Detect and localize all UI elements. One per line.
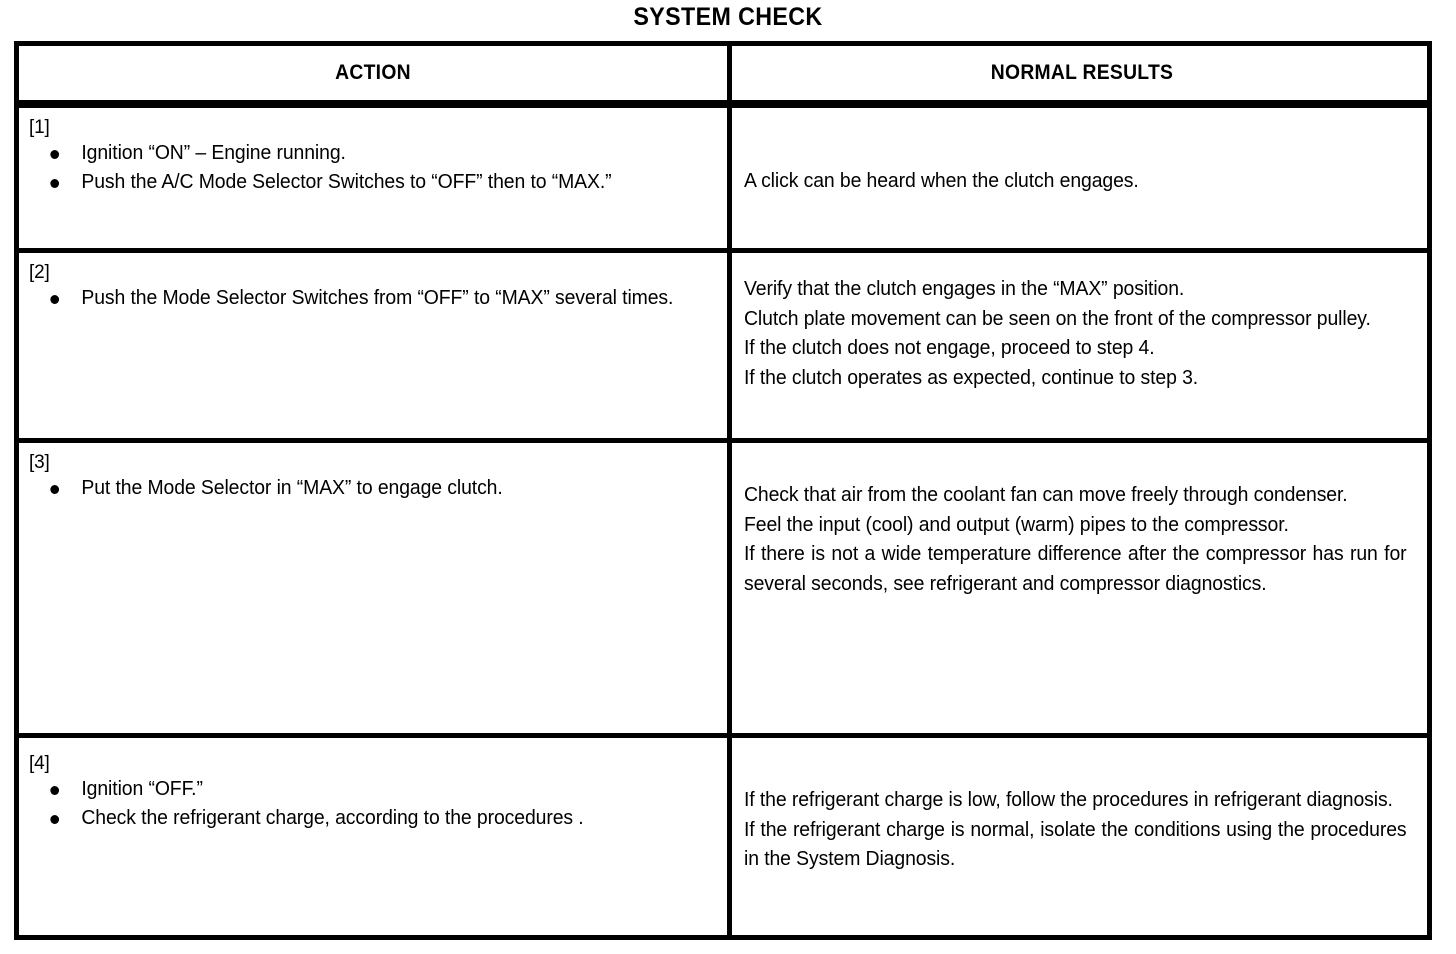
column-header-action: ACTION <box>335 61 411 84</box>
cell-results-3: Check that air from the coolant fan can … <box>732 443 1437 733</box>
result-line: If the refrigerant charge is normal, iso… <box>744 818 1407 871</box>
list-item-text: Push the Mode Selector Switches from “OF… <box>81 287 674 309</box>
bullet-dot-icon <box>50 179 60 188</box>
result-line: If there is not a wide temperature diffe… <box>744 543 1407 595</box>
column-header-normal-results: NORMAL RESULTS <box>990 61 1174 84</box>
cell-results-1: A click can be heard when the clutch eng… <box>732 108 1437 248</box>
result-line: If the clutch operates as expected, cont… <box>744 366 1199 389</box>
cell-action-2: [2] Push the Mode Selector Switches from… <box>19 253 727 438</box>
action-bullet-list-4: Ignition “OFF.” Check the refrigerant ch… <box>29 775 717 833</box>
result-line: If the refrigerant charge is low, follow… <box>744 789 1393 811</box>
bullet-dot-icon <box>50 786 60 795</box>
cell-results-4: If the refrigerant charge is low, follow… <box>732 738 1437 935</box>
list-item: Push the A/C Mode Selector Switches to “… <box>29 168 696 197</box>
list-item: Ignition “ON” – Engine running. <box>29 139 696 168</box>
step-number-3: [3] <box>29 452 50 473</box>
bullet-dot-icon <box>50 815 60 824</box>
row-divider-3 <box>19 733 1427 738</box>
list-item-text: Check the refrigerant charge, according … <box>81 807 584 829</box>
table-row: [1] Ignition “ON” – Engine running. Push… <box>19 108 1427 248</box>
table-row: [3] Put the Mode Selector in “MAX” to en… <box>19 443 1427 733</box>
bullet-dot-icon <box>50 485 60 494</box>
table-row: [4] Ignition “OFF.” Check the refrigeran… <box>19 738 1427 935</box>
list-item: Check the refrigerant charge, according … <box>29 804 696 833</box>
action-bullet-list-3: Put the Mode Selector in “MAX” to engage… <box>29 474 717 503</box>
step-number-2: [2] <box>29 262 50 283</box>
cell-action-1: [1] Ignition “ON” – Engine running. Push… <box>19 108 727 248</box>
row-divider-1 <box>19 248 1427 253</box>
list-item-text: Put the Mode Selector in “MAX” to engage… <box>81 477 503 499</box>
row-divider-2 <box>19 438 1427 443</box>
cell-action-3: [3] Put the Mode Selector in “MAX” to en… <box>19 443 727 733</box>
header-separator-rule <box>19 100 1427 108</box>
step-number-1: [1] <box>29 117 50 138</box>
step-number-4: [4] <box>29 753 50 774</box>
result-line: Feel the input (cool) and output (warm) … <box>744 513 1289 536</box>
list-item: Put the Mode Selector in “MAX” to engage… <box>29 474 696 503</box>
result-line: If the clutch does not engage, proceed t… <box>744 337 1155 359</box>
list-item-text: Push the A/C Mode Selector Switches to “… <box>81 171 612 193</box>
table-header-row: ACTION NORMAL RESULTS <box>19 46 1427 100</box>
list-item-text: Ignition “OFF.” <box>81 778 203 800</box>
cell-results-2: Verify that the clutch engages in the “M… <box>732 253 1437 438</box>
list-item: Push the Mode Selector Switches from “OF… <box>29 284 696 313</box>
list-item: Ignition “OFF.” <box>29 775 696 804</box>
action-bullet-list-2: Push the Mode Selector Switches from “OF… <box>29 284 717 313</box>
action-bullet-list-1: Ignition “ON” – Engine running. Push the… <box>29 139 717 197</box>
result-line: Check that air from the coolant fan can … <box>744 484 1348 506</box>
cell-action-4: [4] Ignition “OFF.” Check the refrigeran… <box>19 738 727 935</box>
table-row: [2] Push the Mode Selector Switches from… <box>19 253 1427 438</box>
column-divider <box>727 46 732 935</box>
bullet-dot-icon <box>50 150 60 159</box>
list-item-text: Ignition “ON” – Engine running. <box>81 142 346 164</box>
result-line: A click can be heard when the clutch eng… <box>744 170 1139 193</box>
page-title: SYSTEM CHECK <box>633 3 823 31</box>
system-check-table: ACTION NORMAL RESULTS [1] Ignition “ON” … <box>14 41 1432 940</box>
bullet-dot-icon <box>50 295 60 304</box>
result-line: Clutch plate movement can be seen on the… <box>744 307 1371 330</box>
result-line: Verify that the clutch engages in the “M… <box>744 278 1185 300</box>
